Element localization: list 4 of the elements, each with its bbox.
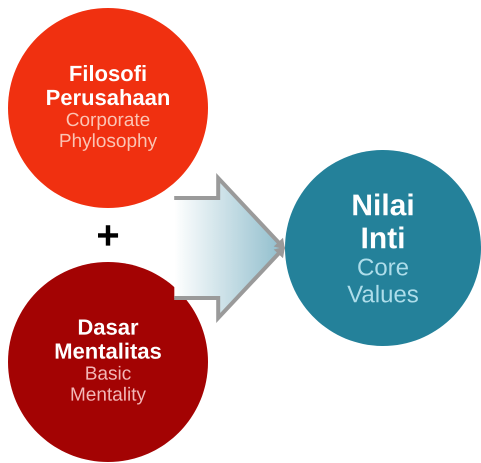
circle-node: Nilai Inti Core Values (285, 150, 481, 346)
circle-node: Dasar Mentalitas Basic Mentality (8, 262, 208, 462)
plus-sign: + (98, 225, 118, 246)
circle-node: Filosofi Perusahaan Corporate Phylosophy (8, 8, 208, 208)
